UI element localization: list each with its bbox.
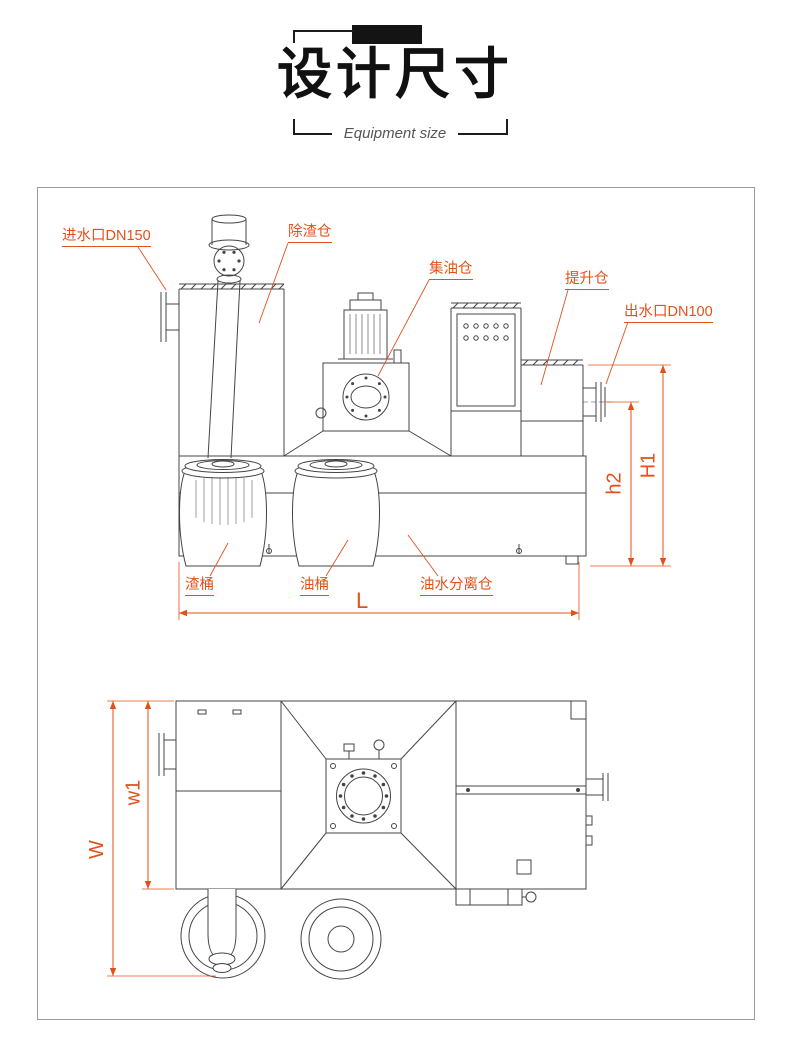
label-slag-chamber: 除渣仓 — [288, 224, 332, 244]
dim-L: L — [356, 588, 369, 613]
oil-collection-drawing — [283, 292, 452, 457]
slag-chamber-drawing — [178, 283, 285, 456]
label-lifting-chamber: 提升仓 — [565, 271, 609, 291]
label-oil-collection-chamber: 集油仓 — [429, 261, 473, 281]
plan-flange-left — [158, 733, 176, 776]
inlet-flange — [160, 292, 179, 342]
label-separation-chamber: 油水分离仓 — [420, 577, 493, 597]
dim-h2: h2 — [603, 472, 626, 495]
page-subtitle: Equipment size — [0, 125, 790, 142]
outlet-section — [521, 359, 615, 456]
dim-W: W — [85, 840, 108, 859]
feed-pump — [207, 214, 250, 459]
plan-barrel-2 — [300, 898, 382, 980]
dim-w1: w1 — [122, 779, 145, 806]
barrel-oil — [292, 459, 380, 567]
lifting-chamber-drawing — [450, 302, 522, 456]
label-outlet: 出水口DN100 — [624, 304, 713, 324]
plan-barrel-1 — [180, 889, 266, 979]
dim-H1: H1 — [637, 452, 660, 479]
dimensions-plan — [107, 700, 216, 977]
label-inlet: 进水口DN150 — [62, 228, 151, 248]
plan-right-section — [455, 700, 593, 906]
page-title: 设计尺寸 — [276, 43, 513, 105]
plan-barrels — [180, 889, 382, 980]
dimensions-side — [137, 242, 671, 620]
plan-center-flange — [325, 739, 402, 834]
barrels — [179, 459, 380, 567]
leader-lines — [137, 242, 629, 577]
label-oil-bucket: 油桶 — [300, 577, 329, 597]
title-accent-bar — [352, 25, 422, 44]
plan-view — [158, 700, 609, 906]
title-bracket-top — [293, 30, 355, 43]
label-slag-bucket: 渣桶 — [185, 577, 214, 597]
barrel-slag — [179, 459, 267, 567]
equipment-drawing — [107, 214, 671, 980]
diagram-box: 进水口DN150 除渣仓 集油仓 提升仓 出水口DN100 渣桶 油桶 油水分离… — [37, 187, 755, 1020]
plan-flange-right — [586, 773, 609, 801]
plan-body — [175, 700, 587, 890]
